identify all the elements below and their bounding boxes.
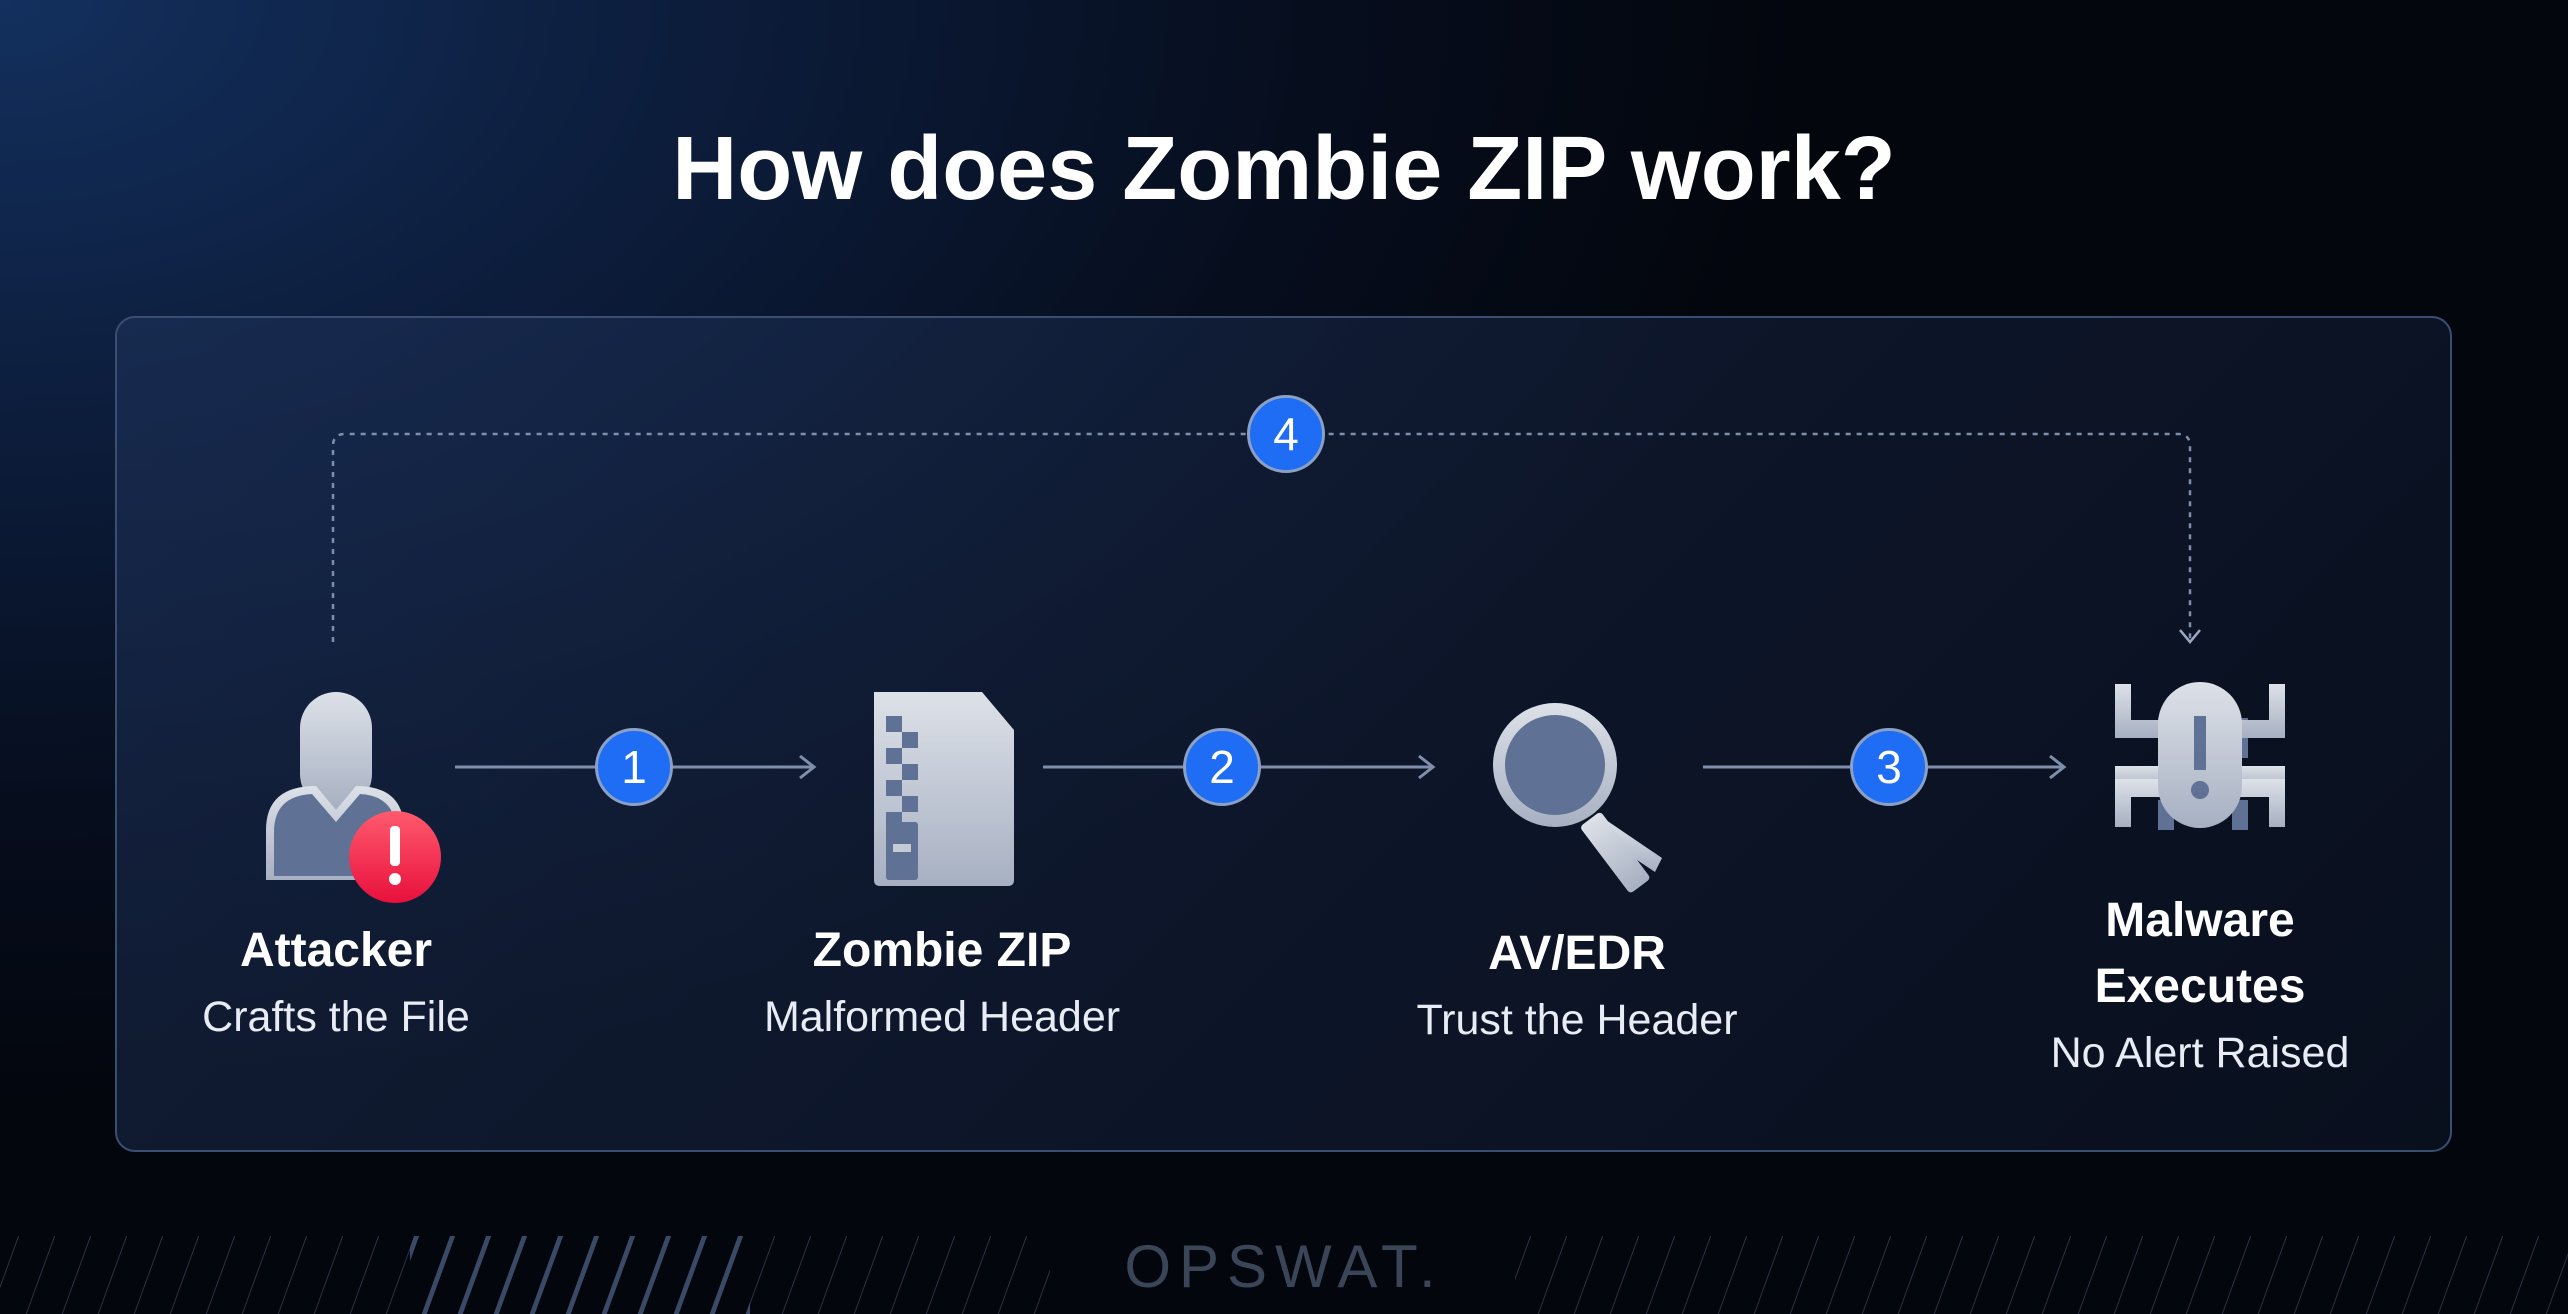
step-av-edr: AV/EDR Trust the Header	[1277, 921, 1877, 1053]
step-title: AV/EDR	[1488, 927, 1666, 980]
step-zombie-zip: Zombie ZIP Malformed Header	[642, 918, 1242, 1050]
step-badge-4: 4	[1247, 395, 1325, 473]
step-malware: Malware Executes No Alert Raised	[1900, 888, 2500, 1086]
step-subtitle: Trust the Header	[1416, 996, 1738, 1044]
step-subtitle: No Alert Raised	[2050, 1029, 2350, 1077]
page-title: How does Zombie ZIP work?	[672, 119, 1896, 219]
bug-icon	[2115, 682, 2285, 830]
loop-arrowhead	[2179, 629, 2201, 644]
brand-logo: OPSWAT.	[1124, 1233, 1444, 1300]
step-badge-3: 3	[1850, 728, 1928, 806]
hatch-right	[1515, 1236, 2568, 1314]
loop-connector	[331, 432, 2192, 642]
step-title: Attacker	[239, 924, 433, 977]
attacker-icon	[266, 692, 441, 903]
hatch-left-bold	[410, 1236, 750, 1314]
step-subtitle: Malformed Header	[763, 993, 1121, 1041]
magnifier-icon	[1493, 703, 1662, 893]
step-attacker: Attacker Crafts the File	[36, 918, 636, 1050]
zip-file-icon	[874, 692, 1014, 886]
step-title-line1: Malware	[2105, 894, 2295, 947]
step-badge-2: 2	[1183, 728, 1261, 806]
step-title-line2: Executes	[2094, 960, 2306, 1013]
step-title: Zombie ZIP	[812, 924, 1072, 977]
step-badge-1: 1	[595, 728, 673, 806]
step-subtitle: Crafts the File	[202, 993, 470, 1041]
